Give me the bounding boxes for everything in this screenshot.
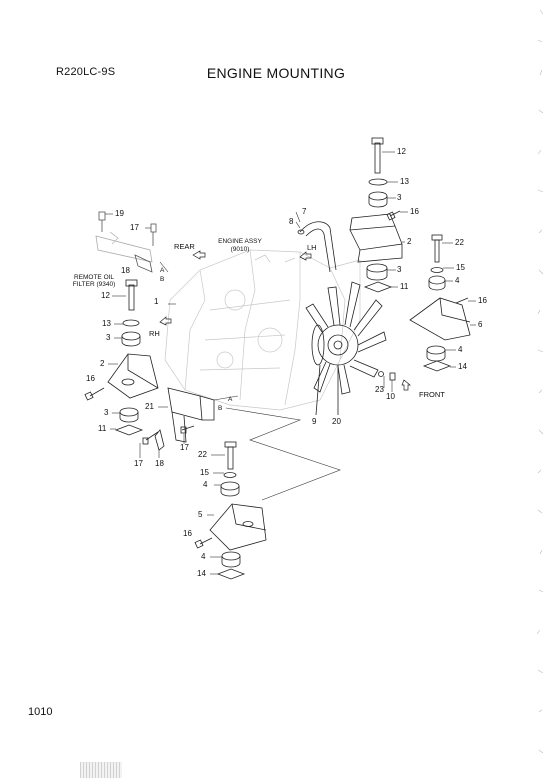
model-code: R220LC-9S xyxy=(56,66,116,78)
engine-block-outline xyxy=(164,249,361,411)
cooling-fan xyxy=(305,281,387,416)
callout-7: 7 xyxy=(302,207,307,216)
callout-12: 12 xyxy=(101,291,110,300)
label-remote-oil-filter: REMOTE OIL xyxy=(74,274,114,281)
callout-4: 4 xyxy=(455,276,460,285)
callout-2: 2 xyxy=(407,237,412,246)
callout-15: 15 xyxy=(200,468,209,477)
callout-2: 2 xyxy=(100,359,105,368)
label-remote-oil-filter-ref: FILTER (9340) xyxy=(73,281,116,288)
callout-9: 9 xyxy=(312,417,317,426)
callout-22: 22 xyxy=(455,238,464,247)
callout-17: 17 xyxy=(130,223,139,232)
hose-7 xyxy=(297,221,337,273)
leader-lines xyxy=(105,151,476,575)
callout-3: 3 xyxy=(104,408,109,417)
callout-14: 14 xyxy=(197,569,206,578)
label-engine-assy: ENGINE ASSY xyxy=(218,238,262,245)
callout-20: 20 xyxy=(332,417,341,426)
callout-19: 19 xyxy=(115,209,124,218)
page-number: 1010 xyxy=(28,706,53,718)
page-title: ENGINE MOUNTING xyxy=(206,65,346,81)
callout-5: 5 xyxy=(198,510,203,519)
callout-12: 12 xyxy=(397,147,406,156)
callout-numbers: 1223333444456789101111121213131414151516… xyxy=(86,147,487,578)
callout-3: 3 xyxy=(106,333,111,342)
callout-22: 22 xyxy=(198,450,207,459)
label-b-lower: B xyxy=(218,405,222,412)
label-front: FRONT xyxy=(419,390,445,399)
bracket-21 xyxy=(142,387,215,451)
direction-arrows xyxy=(159,250,411,391)
callout-15: 15 xyxy=(456,263,465,272)
remote-oil-filter-bracket xyxy=(95,211,157,273)
callout-21: 21 xyxy=(145,402,154,411)
callout-4: 4 xyxy=(203,480,208,489)
label-a-upper: A xyxy=(160,267,165,274)
label-rh: RH xyxy=(149,329,160,338)
callout-4: 4 xyxy=(201,552,206,561)
callout-8: 8 xyxy=(289,217,294,226)
callout-16: 16 xyxy=(410,207,419,216)
mount-stack-right-top xyxy=(349,137,403,293)
callout-17: 17 xyxy=(180,443,189,452)
callout-11: 11 xyxy=(98,424,107,433)
callout-6: 6 xyxy=(478,320,483,329)
bolt-16-top xyxy=(386,210,401,221)
callout-16: 16 xyxy=(183,529,192,538)
label-rear: REAR xyxy=(174,242,195,251)
callout-4: 4 xyxy=(458,345,463,354)
callout-10: 10 xyxy=(386,392,395,401)
label-engine-assy-ref: (9010) xyxy=(231,246,250,253)
callout-23: 23 xyxy=(375,385,384,394)
callout-3: 3 xyxy=(397,193,402,202)
callout-18: 18 xyxy=(155,459,164,468)
callout-17: 17 xyxy=(134,459,143,468)
callout-14: 14 xyxy=(458,362,467,371)
label-a-lower: A xyxy=(228,396,233,403)
callout-16: 16 xyxy=(86,374,95,383)
callout-3: 3 xyxy=(397,265,402,274)
mount-stack-left xyxy=(84,279,159,436)
label-lh: LH xyxy=(307,243,317,252)
callout-18: 18 xyxy=(121,266,130,275)
scan-edge-marks xyxy=(536,9,544,754)
mount-stack-right-side xyxy=(409,234,471,372)
callout-13: 13 xyxy=(400,177,409,186)
callout-1: 1 xyxy=(154,297,159,306)
scan-artifact xyxy=(80,762,122,778)
callout-11: 11 xyxy=(400,282,409,291)
callout-13: 13 xyxy=(102,319,111,328)
label-b-upper: B xyxy=(160,276,164,283)
bolt-10-23 xyxy=(378,371,396,381)
callout-16: 16 xyxy=(478,296,487,305)
mount-stack-lower xyxy=(194,441,267,580)
reference-lines xyxy=(159,261,341,501)
